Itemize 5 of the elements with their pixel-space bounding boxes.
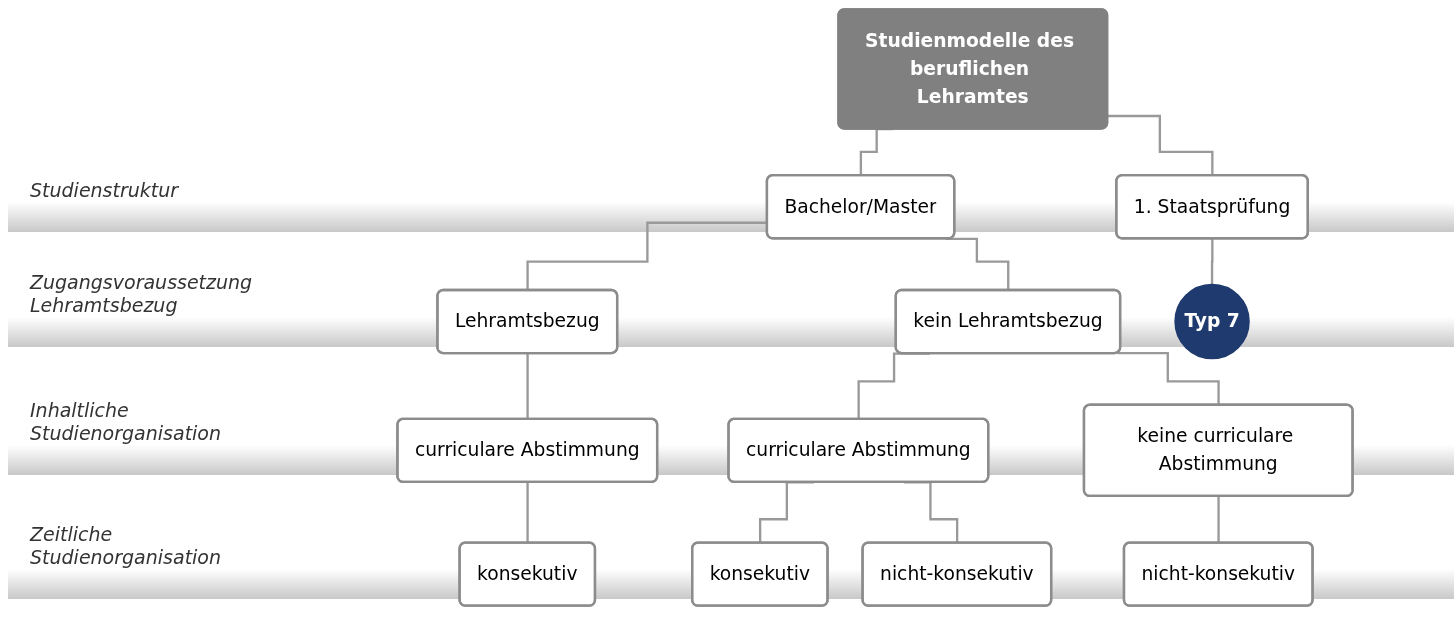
row-label: Inhaltliche Studienorganisation — [30, 399, 223, 445]
node-circle: Typ 7 — [1174, 283, 1250, 360]
row-label: Zeitliche Studienorganisation — [30, 523, 223, 569]
row-label: Studienstruktur — [30, 179, 180, 202]
row-label: Zugangsvoraussetzung Lehramtsbezug — [30, 271, 254, 317]
